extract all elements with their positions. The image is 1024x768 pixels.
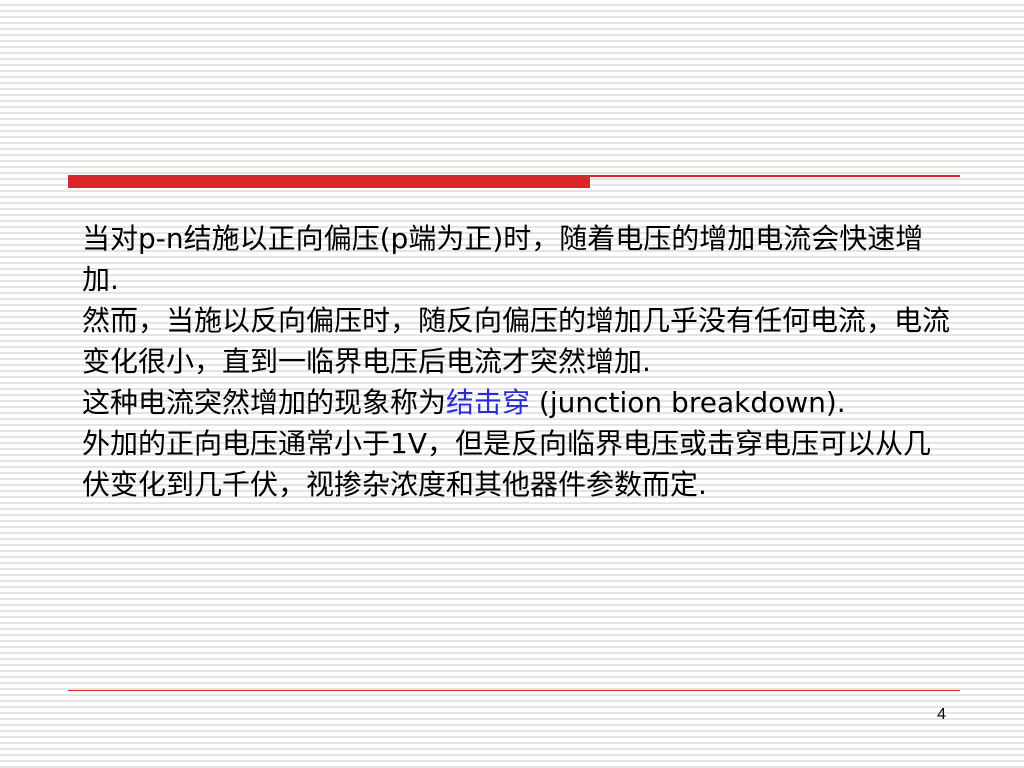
- footer-divider: [68, 690, 960, 691]
- slide-body: 当对p-n结施以正向偏压(p端为正)时，随着电压的增加电流会快速增加. 然而，当…: [82, 218, 952, 505]
- paragraph-voltage-range: 外加的正向电压通常小于1V，但是反向临界电压或击穿电压可以从几伏变化到几千伏，视…: [82, 427, 931, 501]
- breakdown-english-term: (junction breakdown).: [530, 386, 846, 419]
- title-divider: [68, 175, 960, 189]
- paragraph-reverse-bias: 然而，当施以反向偏压时，随反向偏压的增加几乎没有任何电流，电流变化很小，直到一临…: [82, 304, 951, 378]
- paragraph-forward-bias: 当对p-n结施以正向偏压(p端为正)时，随着电压的增加电流会快速增加.: [82, 222, 924, 296]
- page-number: 4: [937, 706, 946, 723]
- breakdown-term: 结击穿: [446, 386, 531, 419]
- paragraph-breakdown: 这种电流突然增加的现象称为结击穿 (junction breakdown).: [82, 382, 952, 423]
- divider-red-bar: [68, 175, 590, 188]
- divider-thin-line: [590, 175, 960, 177]
- breakdown-intro-text: 这种电流突然增加的现象称为: [82, 386, 447, 419]
